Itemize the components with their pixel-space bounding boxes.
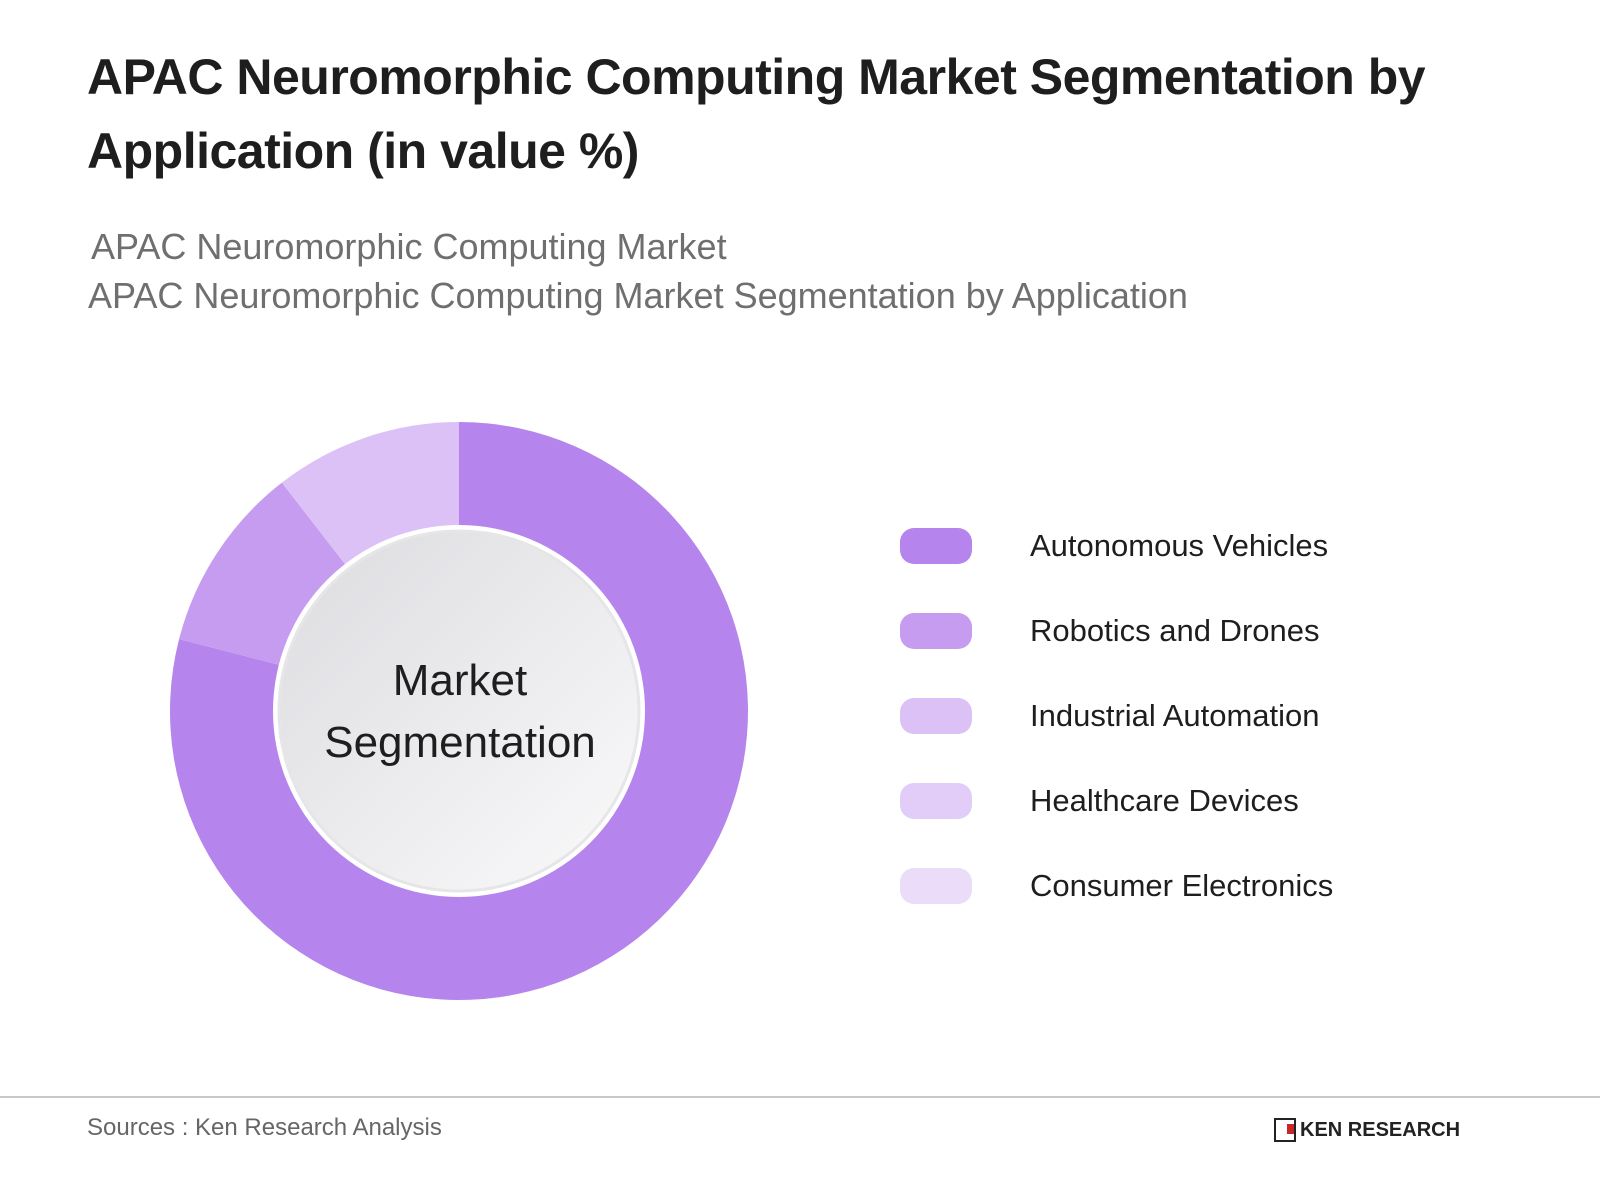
legend-item-autonomous-vehicles: Autonomous Vehicles xyxy=(900,520,1333,605)
legend-swatch xyxy=(900,612,972,649)
center-label-line-1: Market xyxy=(392,656,528,705)
legend-label: Industrial Automation xyxy=(1030,697,1320,733)
legend-item-healthcare-devices: Healthcare Devices xyxy=(900,775,1333,860)
legend-label: Consumer Electronics xyxy=(1030,867,1334,903)
footer-divider xyxy=(0,1096,1600,1098)
legend-item-consumer-electronics: Consumer Electronics xyxy=(900,860,1333,945)
subtitle-line-2: APAC Neuromorphic Computing Market Segme… xyxy=(88,275,1188,316)
subtitle-line-1: APAC Neuromorphic Computing Market xyxy=(91,226,727,267)
legend-swatch xyxy=(900,782,972,819)
legend-label: Robotics and Drones xyxy=(1030,612,1320,648)
center-label-line-2: Segmentation xyxy=(324,718,596,767)
chart-title: APAC Neuromorphic Computing Market Segme… xyxy=(87,49,1426,179)
legend-label: Autonomous Vehicles xyxy=(1030,527,1329,563)
legend-swatch xyxy=(900,867,972,904)
source-note: Sources : Ken Research Analysis xyxy=(87,1114,442,1141)
legend-swatch xyxy=(900,527,972,564)
ken-research-logo: KEN RESEARCH xyxy=(1274,1118,1460,1142)
center-label: Market Segmentation xyxy=(300,650,620,774)
legend-swatch xyxy=(900,697,972,734)
legend-label: Healthcare Devices xyxy=(1030,782,1299,818)
center-disc xyxy=(277,529,641,893)
legend: Autonomous Vehicles Robotics and Drones … xyxy=(900,520,1333,945)
legend-item-industrial-automation: Industrial Automation xyxy=(900,690,1333,775)
logo-mark-icon xyxy=(1274,1118,1296,1142)
logo-text: KEN RESEARCH xyxy=(1300,1118,1461,1141)
legend-item-robotics-drones: Robotics and Drones xyxy=(900,605,1333,690)
